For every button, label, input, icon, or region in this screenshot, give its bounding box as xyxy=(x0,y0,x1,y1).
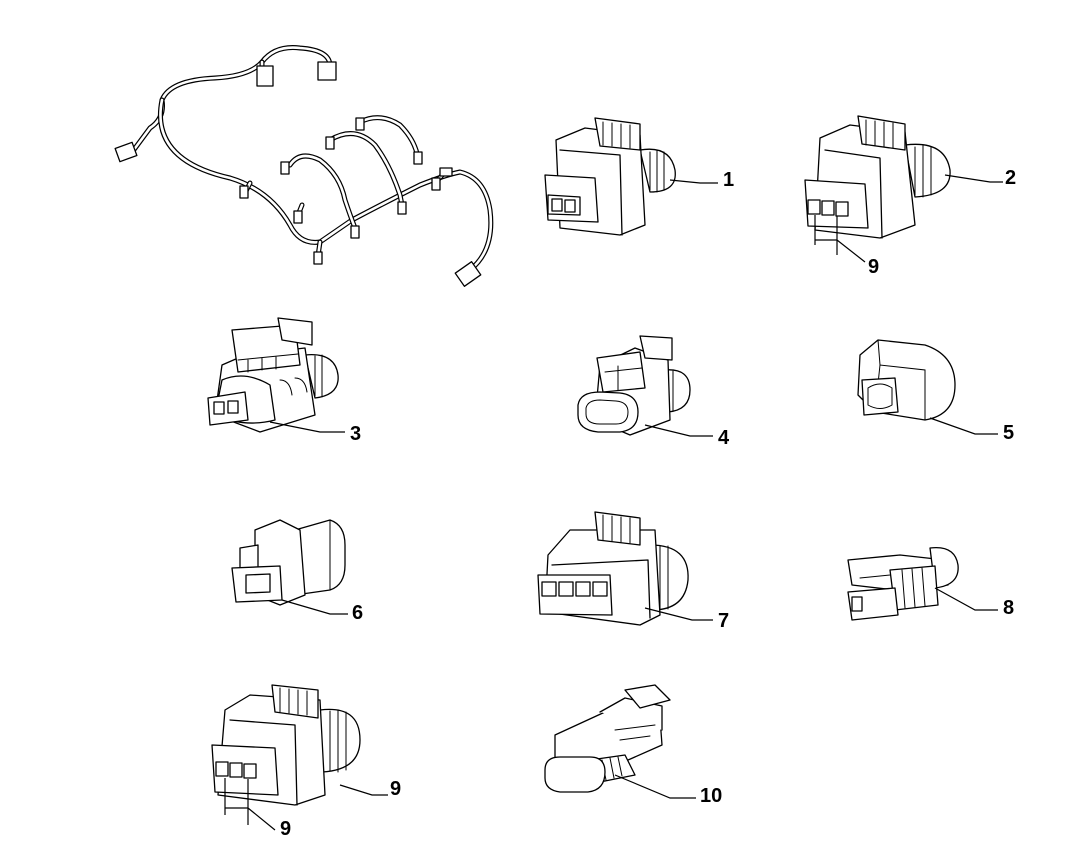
callout-9-leader xyxy=(339,784,388,796)
callout-1: 1 xyxy=(723,169,734,191)
callout-8-leader xyxy=(934,587,998,611)
callout-9-sub: 9 xyxy=(280,818,291,840)
connector-9 xyxy=(211,684,361,831)
callout-7-leader xyxy=(644,607,713,621)
callout-3: 3 xyxy=(350,423,361,445)
connector-4 xyxy=(577,335,691,436)
connector-1 xyxy=(544,117,676,236)
connector-10 xyxy=(544,684,671,793)
callout-2-sub: 9 xyxy=(868,256,879,278)
callout-2: 2 xyxy=(1005,167,1016,189)
callout-5: 5 xyxy=(1003,422,1014,444)
connector-5 xyxy=(857,339,956,421)
callout-6: 6 xyxy=(352,602,363,624)
connector-2 xyxy=(804,115,951,263)
connector-8 xyxy=(847,546,959,621)
callout-8: 8 xyxy=(1003,597,1014,619)
callout-10-leader xyxy=(614,774,696,799)
callout-3-leader xyxy=(269,421,345,433)
callout-7: 7 xyxy=(718,610,729,632)
callout-4-leader xyxy=(644,424,713,437)
connector-7 xyxy=(537,511,689,626)
callout-4: 4 xyxy=(718,427,730,449)
wiring-harness xyxy=(114,45,494,287)
callout-6-leader xyxy=(281,599,348,615)
callout-9: 9 xyxy=(390,778,401,800)
connector-6 xyxy=(231,519,346,606)
callout-5-leader xyxy=(929,417,998,435)
callout-10: 10 xyxy=(700,785,722,807)
connector-3 xyxy=(207,317,339,433)
callout-1-leader xyxy=(669,179,718,184)
callout-2-leader xyxy=(944,174,1003,183)
